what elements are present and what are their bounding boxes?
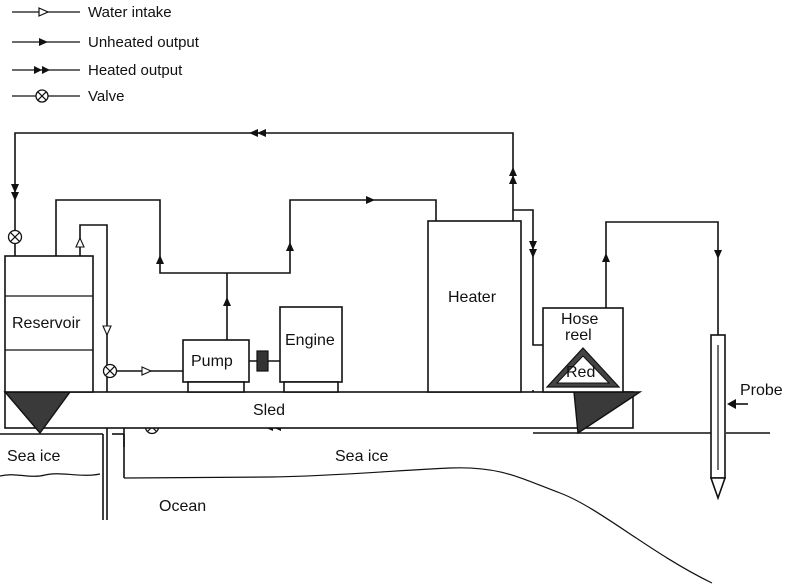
open-arrow-icon — [141, 366, 153, 376]
ocean-label: Ocean — [159, 498, 206, 515]
valve-icon — [102, 363, 118, 379]
double-arrow-icon — [529, 241, 537, 258]
valve-icon — [7, 229, 23, 245]
hose-reel-label-line1: Hose — [561, 311, 598, 328]
filled-arrow-icon — [223, 297, 231, 306]
legend-unheated-output-label: Unheated output — [88, 34, 200, 51]
legend-heated-output-label: Heated output — [88, 62, 183, 79]
filled-arrow-icon — [727, 399, 736, 409]
pump: Pump — [182, 339, 250, 393]
probe-label: Probe — [740, 382, 783, 399]
legend: Water intake Unheated output Heated outp… — [12, 4, 200, 105]
filled-arrow-icon — [286, 242, 294, 251]
double-arrow-icon — [11, 184, 19, 201]
sled-deck — [4, 391, 634, 429]
sea-ice-left-label: Sea ice — [7, 448, 60, 465]
engine-label: Engine — [285, 332, 335, 349]
open-arrow-icon — [102, 325, 112, 337]
hose-reel: Hose reel Red — [542, 307, 624, 393]
sled-label: Sled — [253, 402, 285, 419]
legend-water-intake: Water intake — [12, 4, 172, 21]
filled-arrow-icon — [366, 196, 375, 204]
legend-valve: Valve — [12, 88, 124, 105]
heater-label: Heater — [448, 289, 497, 306]
reservoir-label: Reservoir — [12, 315, 81, 332]
open-arrow-icon — [38, 7, 50, 17]
unheated-loop-pipe — [55, 199, 437, 274]
hose-reel-label-line2: reel — [565, 327, 592, 344]
sea-ice-main-label: Sea ice — [335, 448, 388, 465]
legend-water-intake-label: Water intake — [88, 4, 172, 21]
legend-heated-output: Heated output — [12, 62, 183, 79]
open-arrow-icon — [75, 236, 85, 248]
filled-arrow-icon — [602, 253, 610, 262]
pump-label: Pump — [191, 353, 233, 370]
sea-ice: Sea ice Sea ice Ocean — [0, 432, 770, 584]
reel-to-probe-pipe — [605, 221, 719, 335]
sea-ice-left-bottom — [0, 473, 101, 477]
probe: Probe — [709, 334, 783, 501]
filled-arrow-icon — [714, 250, 722, 259]
filled-arrow-icon — [156, 255, 164, 264]
filled-arrow-icon — [39, 38, 48, 46]
double-arrow-icon — [34, 66, 50, 74]
heater: Heater — [427, 220, 522, 393]
reel-label: Red — [566, 364, 595, 381]
sea-ice-underside — [123, 467, 713, 584]
reservoir: Reservoir — [4, 255, 94, 393]
legend-unheated-output: Unheated output — [12, 34, 200, 51]
pump-engine-coupling — [249, 350, 280, 372]
legend-valve-label: Valve — [88, 88, 124, 105]
engine: Engine — [279, 306, 343, 393]
valve-icon — [35, 89, 49, 103]
sled: Sled — [3, 391, 643, 435]
pipes — [7, 129, 722, 520]
double-arrow-icon — [509, 167, 517, 184]
double-arrow-icon — [249, 129, 266, 137]
